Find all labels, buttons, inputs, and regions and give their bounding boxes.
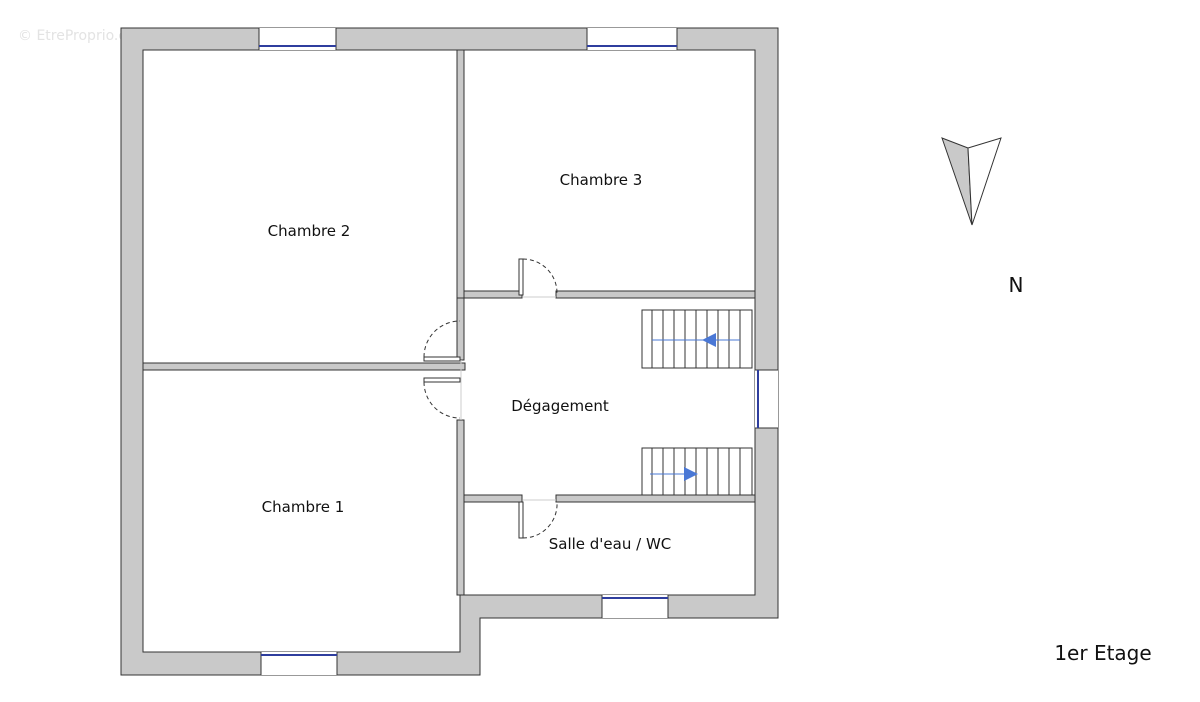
room-label-chambre-2: Chambre 2 (268, 222, 351, 240)
compass-arrow-icon (941, 137, 1002, 226)
compass-north-label: N (1009, 273, 1024, 297)
floor-label: 1er Etage (1054, 641, 1151, 665)
room-label-degagement: Dégagement (511, 397, 609, 415)
doors (423, 258, 558, 539)
exterior-walls (120, 27, 779, 676)
room-label-chambre-3: Chambre 3 (560, 171, 643, 189)
stair-lower (641, 447, 753, 496)
windows (258, 28, 778, 675)
watermark-text: © EtreProprio.com (18, 28, 148, 44)
room-label-chambre-1: Chambre 1 (262, 498, 345, 516)
room-label-salle-eau: Salle d'eau / WC (549, 535, 672, 553)
stair-upper (641, 309, 753, 369)
